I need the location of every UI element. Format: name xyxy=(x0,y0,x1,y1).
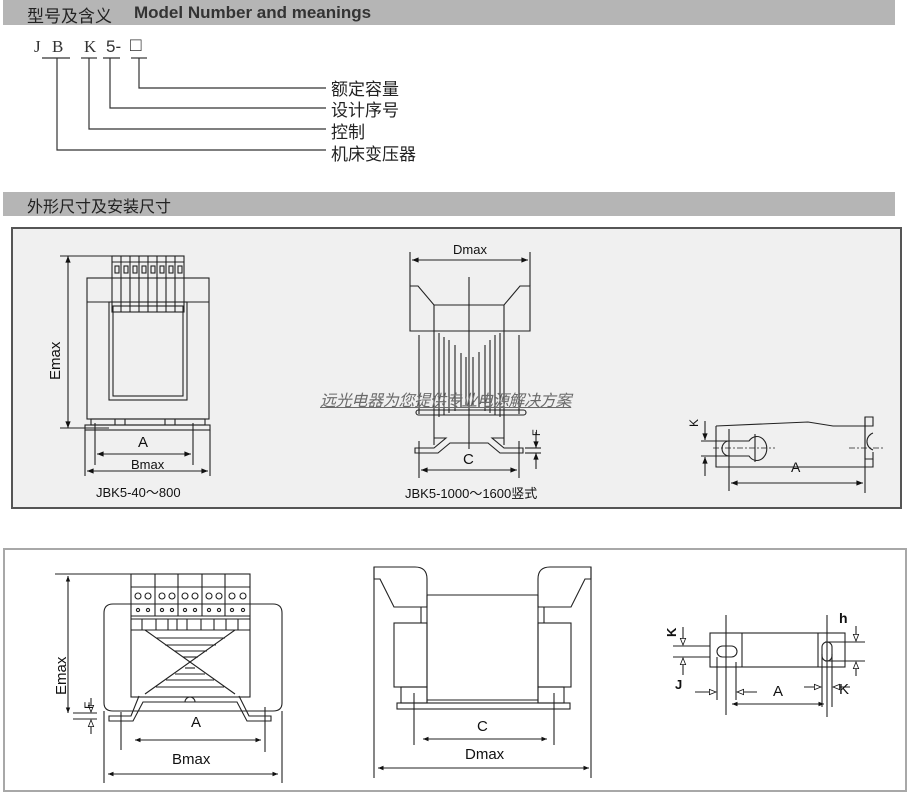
code-char-b: B xyxy=(52,37,64,56)
leader-machine-transformer xyxy=(56,58,326,151)
section-title-en: Model Number and meanings xyxy=(134,3,372,22)
meaning-machine-transformer: 机床变压器 xyxy=(331,145,416,165)
leader-control xyxy=(88,58,326,130)
meaning-rated-capacity: 额定容量 xyxy=(331,80,399,100)
drawings-bottom xyxy=(55,566,865,783)
section-header-model: 型号及含义 Model Number and meanings xyxy=(3,0,895,27)
label-dmax: Dmax xyxy=(453,242,487,257)
label-f-bottom: F xyxy=(82,701,96,709)
label-emax: Emax xyxy=(47,341,64,381)
leader-rated-capacity xyxy=(138,58,326,89)
label-bmax: Bmax xyxy=(131,457,165,472)
fig-jbk5-40-800 xyxy=(60,255,211,476)
label-a-bottom: A xyxy=(191,714,202,731)
terminal-screws xyxy=(134,592,247,613)
fig-bottom-side xyxy=(373,566,592,778)
label-k: K xyxy=(687,418,701,427)
label-c: C xyxy=(463,451,474,468)
fig-mounting-foot xyxy=(701,416,885,493)
label-h: h xyxy=(839,610,848,626)
section-header-dimensions: 外形尺寸及安装尺寸 xyxy=(3,192,895,216)
watermark-text: 远光电器为您提供专业电源解决方案 xyxy=(320,391,572,410)
label-bmax-bottom: Bmax xyxy=(172,751,211,768)
meaning-design-serial: 设计序号 xyxy=(331,101,399,121)
label-c-bottom: C xyxy=(477,718,488,735)
label-a-bottom-foot: A xyxy=(773,683,784,700)
label-emax-bottom: Emax xyxy=(53,656,70,696)
section-title-cn: 型号及含义 xyxy=(27,7,112,27)
meaning-control: 控制 xyxy=(331,123,365,143)
fig-bottom-front xyxy=(55,573,283,783)
caption-jbk5-40-800: JBK5-40～800 xyxy=(96,485,181,500)
caption-jbk5-1000-1600: JBK5-1000～1600竖式 xyxy=(405,486,538,501)
model-code-diagram: J B K 5- □ 额定容量 设计序号 控制 机床变压器 xyxy=(0,30,460,180)
label-f: F xyxy=(531,429,543,437)
code-char-k: K xyxy=(84,37,97,56)
dimension-panel-bottom: Emax F A Bmax C Dmax K J A h K xyxy=(3,548,907,792)
dimension-panel-top: Emax A Bmax JBK5-40～800 Dmax C F JBK5-10… xyxy=(11,227,902,509)
fig-jbk5-1000-1600 xyxy=(409,252,541,478)
code-char-j: J xyxy=(34,37,41,56)
label-a-foot: A xyxy=(791,459,801,475)
label-j: J xyxy=(675,677,683,692)
label-a: A xyxy=(138,434,149,451)
label-k-right: K xyxy=(839,681,850,698)
label-k-left: K xyxy=(664,627,679,637)
code-char-5: 5- xyxy=(106,37,122,56)
label-dmax-bottom: Dmax xyxy=(465,746,505,763)
model-code-leader-lines xyxy=(42,57,326,151)
leader-design-serial xyxy=(109,58,326,109)
section-title-dimensions: 外形尺寸及安装尺寸 xyxy=(27,197,172,216)
drawings-top xyxy=(60,252,885,493)
code-char-box: □ xyxy=(130,35,142,56)
fig-bottom-mounting-foot xyxy=(673,615,865,717)
